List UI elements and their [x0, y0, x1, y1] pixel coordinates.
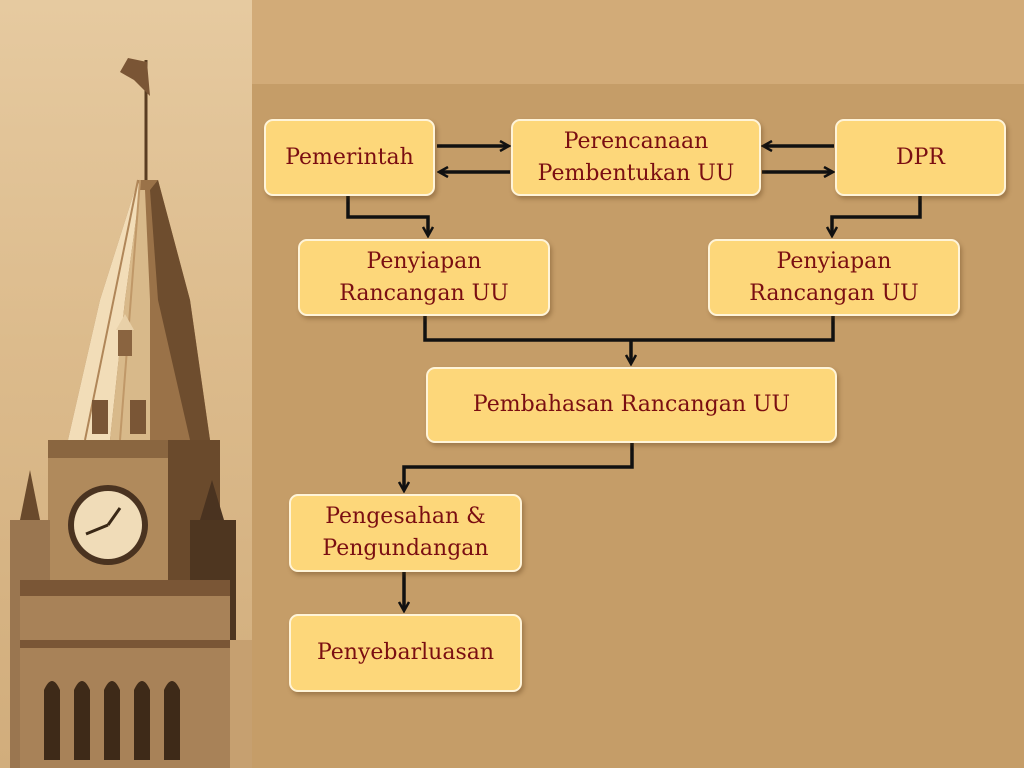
arrow-pemerintah-to-penyiapan-left [346, 196, 428, 235]
header-band [252, 0, 1024, 84]
node-dpr: DPR [835, 119, 1006, 196]
clock-tower-illustration [10, 58, 252, 768]
node-perencanaan-pembentukan-uu: Perencanaan Pembentukan UU [511, 119, 761, 196]
connector-penyiapan-merge [423, 316, 835, 342]
arrow-pembahasan-to-pengesahan [404, 443, 634, 490]
node-pemerintah: Pemerintah [264, 119, 435, 196]
node-penyebarluasan: Penyebarluasan [289, 614, 522, 692]
clock-tower-photo [0, 0, 252, 768]
node-penyiapan-rancangan-uu-dpr: Penyiapan Rancangan UU [708, 239, 960, 316]
arrow-dpr-to-penyiapan-right [832, 196, 922, 235]
node-penyiapan-rancangan-uu-pemerintah: Penyiapan Rancangan UU [298, 239, 550, 316]
node-pembahasan-rancangan-uu: Pembahasan Rancangan UU [426, 367, 837, 443]
node-pengesahan-pengundangan: Pengesahan & Pengundangan [289, 494, 522, 572]
